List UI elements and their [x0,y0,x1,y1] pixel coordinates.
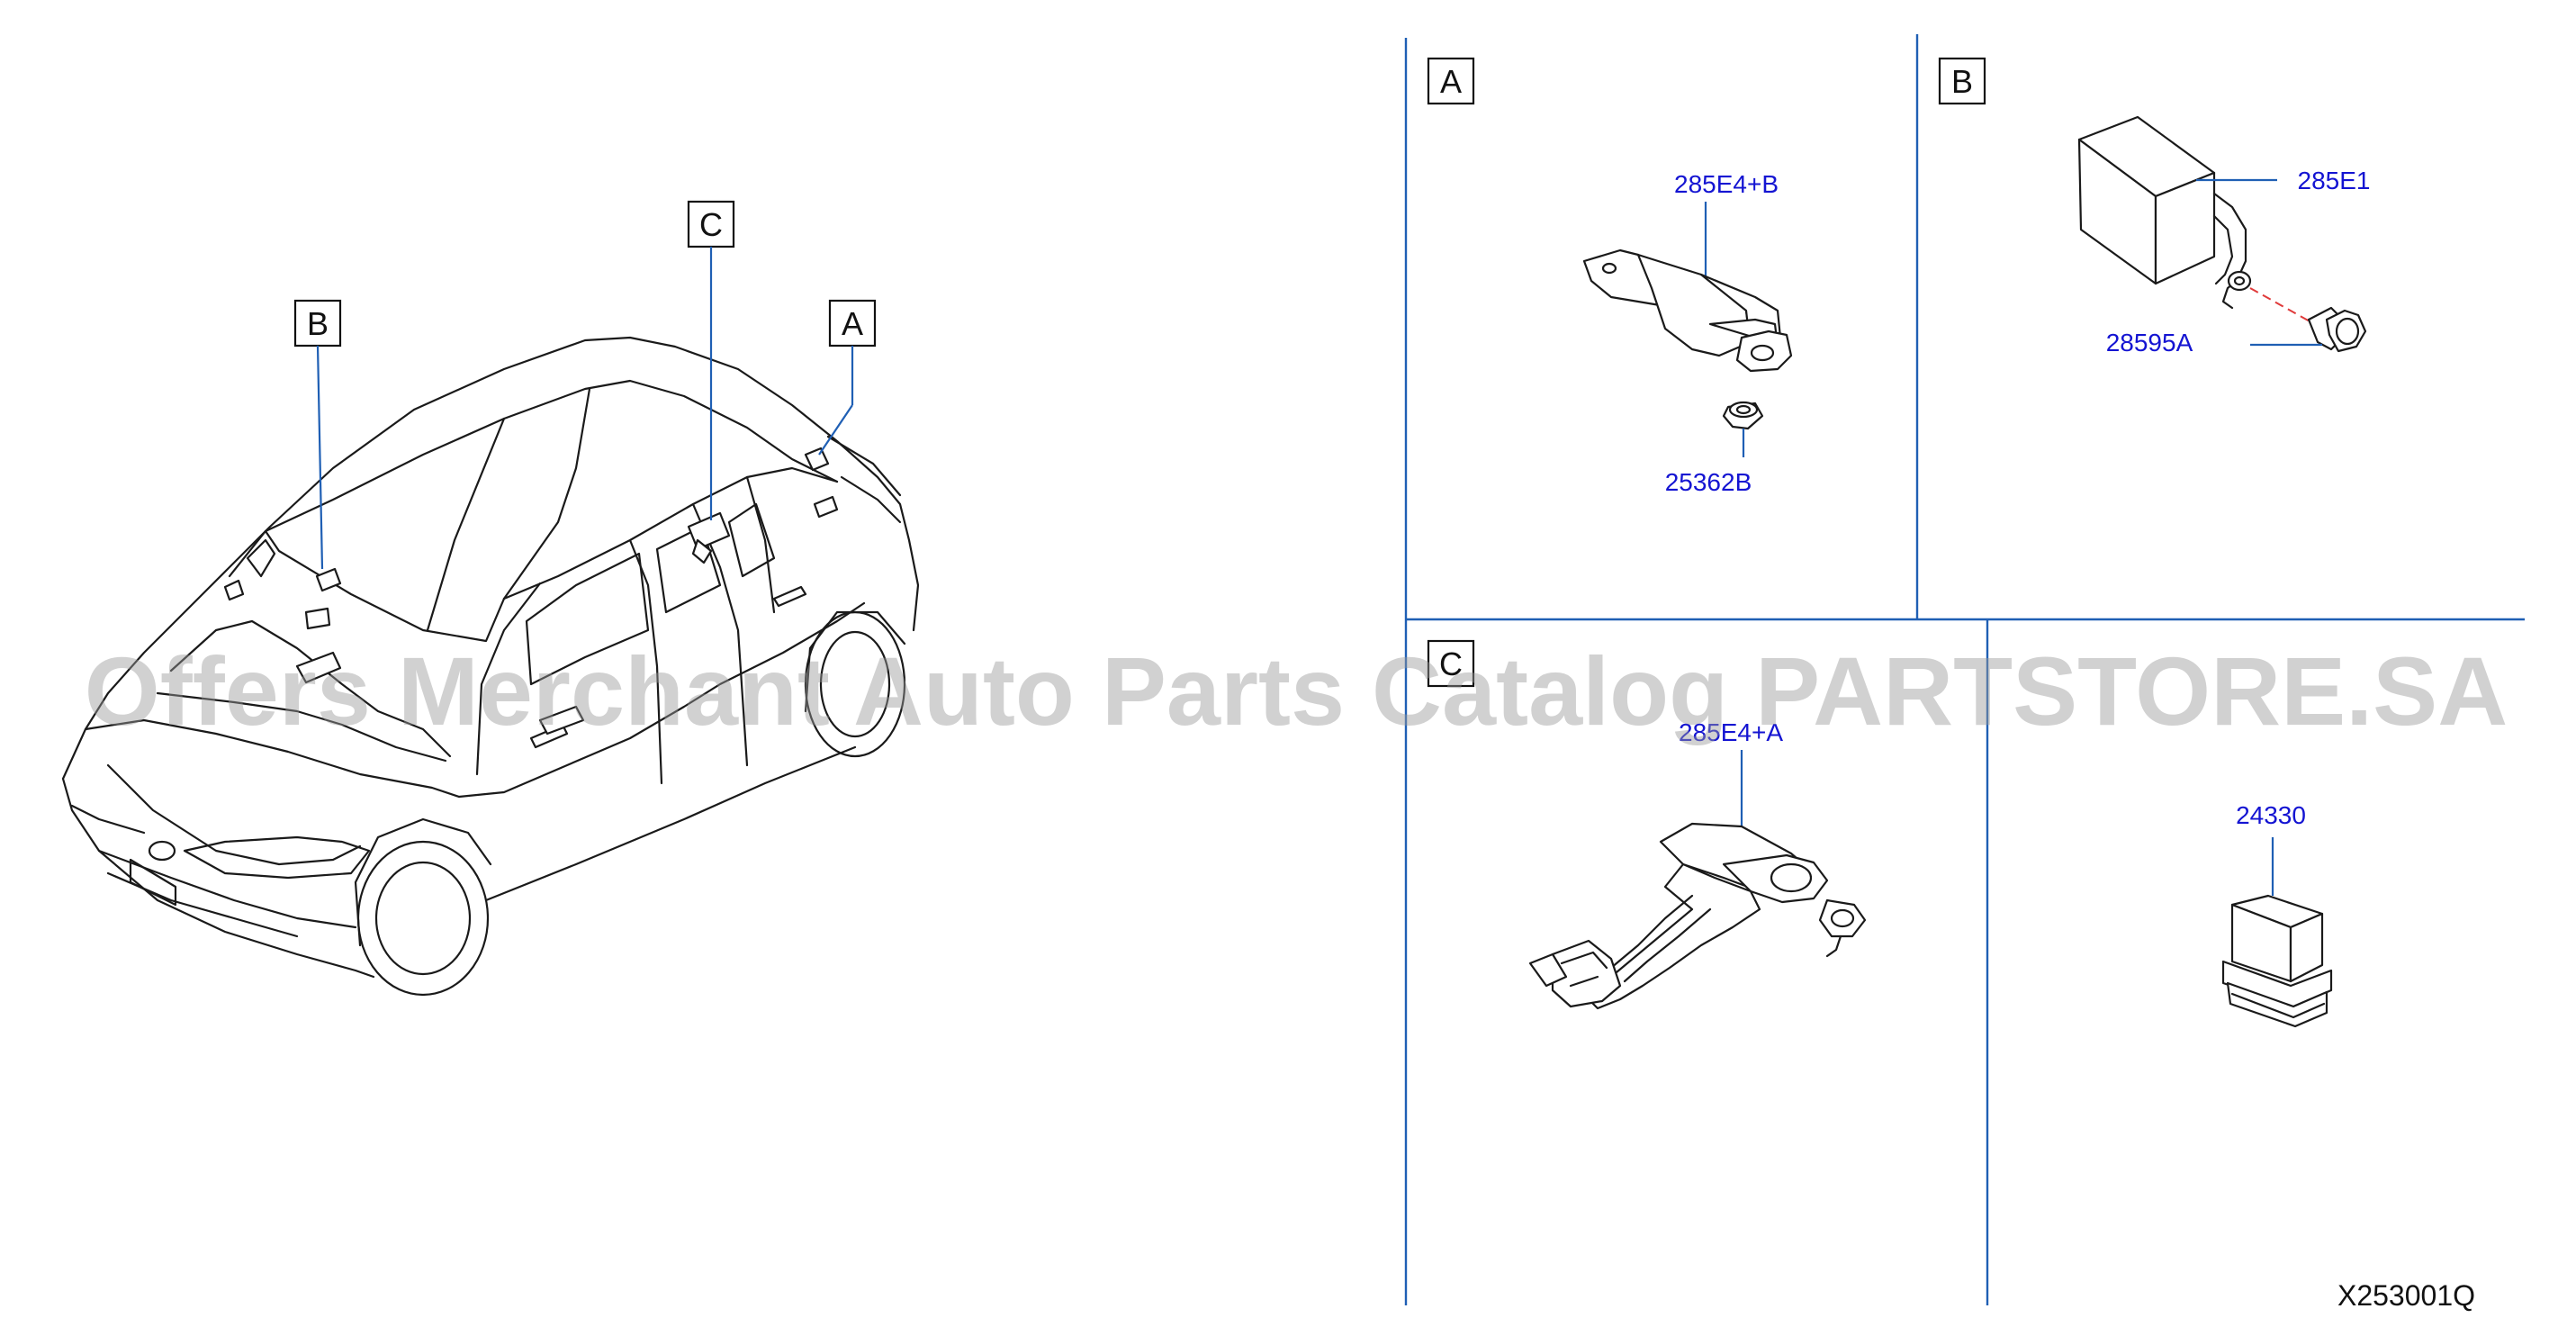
part-label-28595a[interactable]: 28595A [2106,329,2193,357]
car-callout-c[interactable]: C [687,200,735,520]
bolt-28595a-icon [2307,306,2367,353]
diagram-code: X253001Q [2337,1279,2475,1312]
callout-b-letter: B [307,305,329,342]
panel-grid [1404,34,2525,1305]
callout-a-letter: A [842,305,863,342]
part-label-285e1[interactable]: 285E1 [2298,167,2371,194]
panel-a-letter: A [1440,63,1462,100]
clip-25362b-icon [1722,401,1764,430]
panel-c: C 285E4+A [1427,639,1867,1010]
part-label-285e4b[interactable]: 285E4+B [1674,170,1779,198]
car-illustration [61,336,920,997]
control-unit-285e1-icon [2077,115,2252,310]
panel-b-letter: B [1951,63,1973,100]
relay-24330-icon [2221,894,2333,1028]
part-label-25362b[interactable]: 25362B [1665,468,1752,496]
part-label-24330[interactable]: 24330 [2236,801,2306,829]
panel-d: 24330 [2221,801,2333,1028]
panel-c-letter: C [1439,645,1463,682]
car-callout-b[interactable]: B [293,299,342,570]
callout-c-letter: C [699,206,723,243]
antenna-module-b-icon [1582,248,1793,373]
part-label-285e4a[interactable]: 285E4+A [1679,718,1783,746]
panel-b: B 285E1 28595A [1938,57,2371,357]
antenna-harness-a-icon [1528,822,1867,1010]
car-callout-a[interactable]: A [818,299,877,456]
panel-a: A 285E4+B 25362B [1427,57,1793,496]
watermark-text: Offers Merchant Auto Parts Catalog PARTS… [85,636,2508,745]
